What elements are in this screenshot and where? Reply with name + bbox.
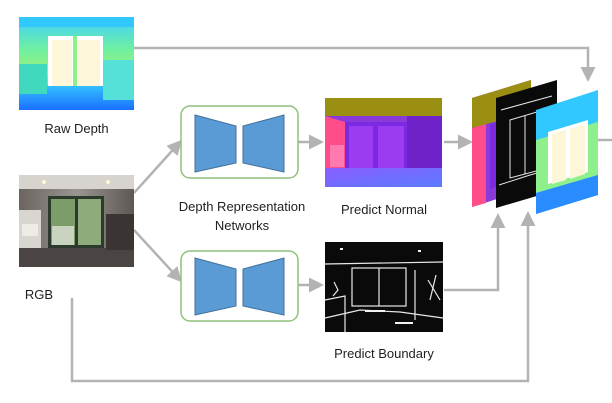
decoder-shape xyxy=(242,257,285,316)
predict-boundary-label: Predict Boundary xyxy=(334,346,434,361)
rgb-image xyxy=(19,175,134,267)
boundary-image xyxy=(324,242,444,332)
normal-image xyxy=(325,98,442,187)
raw-depth-image xyxy=(19,17,134,110)
predict-normal-label: Predict Normal xyxy=(341,202,427,217)
stack xyxy=(472,80,598,214)
network-bottom xyxy=(180,250,299,322)
rgb-label: RGB xyxy=(24,287,54,302)
encoder-shape xyxy=(194,257,237,316)
stack-layer-depth xyxy=(536,90,598,214)
arrows xyxy=(70,46,612,383)
arrow-raw-depth-to-stack xyxy=(134,46,596,82)
encoder-shape xyxy=(194,114,237,173)
arrow-rgb-to-top-network xyxy=(133,139,183,194)
decoder-shape xyxy=(242,114,285,173)
arrow-rgb-to-bottom-network xyxy=(133,229,183,283)
network-top xyxy=(180,105,299,179)
network-label-line2: Networks xyxy=(214,218,270,233)
network-label-line1: Depth Representation xyxy=(178,199,306,214)
arrow-rgb-to-stack xyxy=(70,211,536,383)
raw-depth-label: Raw Depth xyxy=(44,121,109,136)
arrow-boundary-to-stack xyxy=(444,213,506,292)
